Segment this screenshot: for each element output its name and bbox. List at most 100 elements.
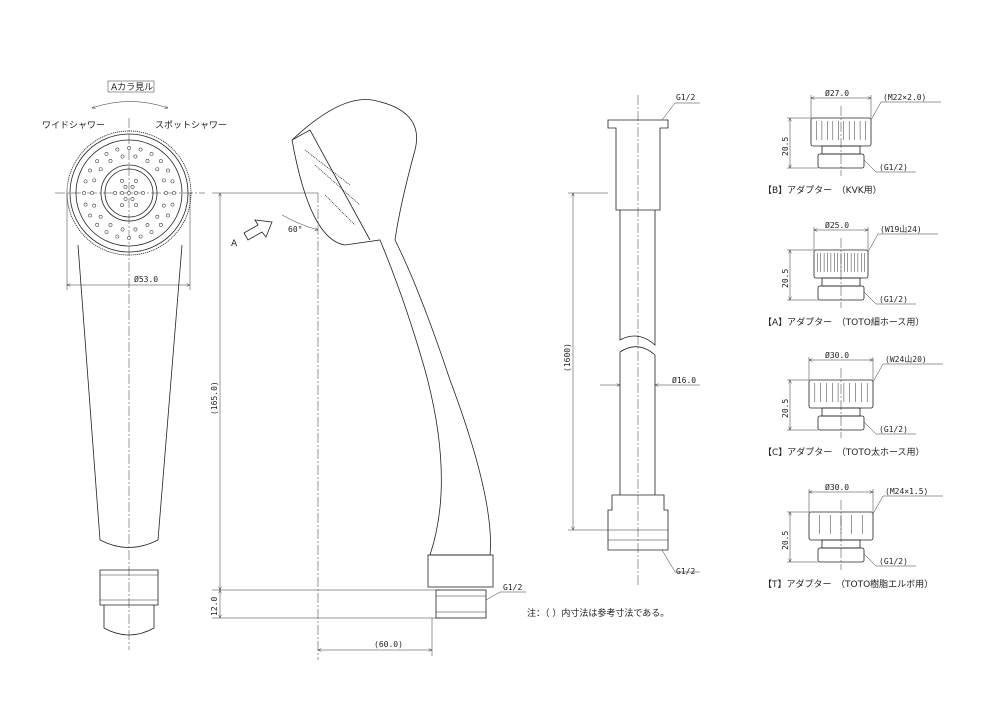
spray-hole (158, 222, 163, 227)
adapter-thread: (W24山20) (885, 354, 927, 364)
head-face (291, 129, 371, 241)
spray-hole (127, 191, 131, 195)
spray-hole (134, 191, 138, 195)
spray-hole (115, 234, 120, 239)
spray-hole (82, 191, 86, 195)
spray-hole (88, 213, 92, 218)
spray-hole (98, 214, 103, 219)
spray-hole (120, 203, 124, 208)
adapter-diameter: Ø30.0 (825, 350, 849, 360)
wide-shower-label: ワイドシャワー (42, 121, 105, 131)
spray-hole (170, 202, 175, 207)
adapters: Ø27.0(M22×2.0)(G1/2)20.5【B】アダプター （KVK用）Ø… (763, 88, 943, 590)
depth-label: (60.0) (374, 640, 403, 649)
spray-hole (133, 227, 138, 232)
spray-hole (88, 168, 92, 173)
spray-hole (134, 203, 138, 208)
diameter-label: Ø53.0 (134, 274, 158, 284)
adapter-height: 20.5 (781, 137, 790, 156)
adapter-2: Ø30.0(W24山20)(G1/2)20.5【C】アダプター （TOTO太ホー… (763, 350, 943, 458)
leader (870, 101, 941, 121)
adapter-thread: (M24×1.5) (885, 487, 928, 496)
adapter-outlet-thread: (G1/2) (879, 425, 908, 434)
leader (863, 291, 916, 305)
leader (863, 553, 916, 567)
adapter-height: 20.5 (781, 399, 790, 418)
adapter-caption: 【T】アダプター （TOTO樹脂エルボ用） (763, 578, 933, 590)
adapter-height: 20.5 (781, 269, 790, 288)
hose-top-fitting (607, 119, 669, 211)
spray-hole (133, 154, 138, 159)
spray-hole (155, 214, 160, 219)
spray-hole (149, 230, 154, 234)
spray-hole (83, 179, 88, 184)
spray-hole (120, 178, 124, 183)
spray-holes (82, 146, 176, 240)
spray-hole (98, 167, 103, 172)
spray-hole (149, 152, 154, 156)
adapter-diameter: Ø27.0 (825, 88, 849, 98)
face-outer (69, 133, 189, 253)
adapter-diameter: Ø30.0 (825, 482, 849, 492)
spray-hole (161, 178, 166, 183)
spray-hole (130, 197, 135, 201)
handle-outline (77, 244, 183, 548)
adapter-diameter: Ø25.0 (825, 220, 849, 230)
spray-hole (127, 146, 131, 150)
spray-hole (83, 202, 88, 207)
spray-hole (108, 159, 113, 163)
spray-hole (170, 179, 175, 184)
hose-tube (619, 210, 656, 495)
hose-top-thread: G1/2 (676, 93, 695, 102)
thread-lines (608, 529, 668, 541)
spray-hole (138, 234, 143, 239)
rotate-arrow-icon (92, 101, 168, 109)
adapter-1: Ø25.0(W19山24)(G1/2)20.5【A】アダプター （TOTO細ホー… (763, 220, 938, 328)
spot-ring-inner (104, 168, 154, 218)
spray-hole (120, 191, 124, 195)
spray-hole (120, 154, 125, 159)
view-arrow-icon (243, 219, 273, 241)
nozzle-thread (100, 574, 158, 601)
spot-shower-label: スポットシャワー (155, 120, 227, 131)
spray-hole (141, 191, 145, 195)
spray-hole (166, 213, 170, 218)
side-connector (427, 554, 494, 588)
spray-hole (158, 159, 163, 164)
spray-hole (145, 159, 150, 163)
spray-hole (115, 147, 120, 152)
spray-hole (104, 230, 109, 234)
side-view: A 60° (165.0) 12.0 (60.0) G1/2 (210, 99, 526, 660)
spray-plate (304, 149, 361, 226)
side-nozzle (435, 589, 487, 619)
view-arrow-label: A (231, 239, 238, 249)
spray-hole (164, 191, 168, 195)
spray-hole (145, 223, 150, 227)
leader (867, 233, 938, 253)
adapter-caption: 【A】アダプター （TOTO細ホース用） (763, 316, 924, 328)
hose-diameter: Ø16.0 (672, 375, 696, 385)
spray-hole (95, 159, 100, 164)
adapter-height: 20.5 (781, 531, 790, 550)
spray-hole (92, 203, 97, 208)
spray-hole (90, 191, 94, 195)
shower-body (291, 99, 491, 556)
nozzle (99, 569, 159, 636)
adapter-0: Ø27.0(M22×2.0)(G1/2)20.5【B】アダプター （KVK用） (763, 88, 941, 196)
adapter-outlet-thread: (G1/2) (879, 295, 908, 304)
spray-hole (155, 167, 160, 172)
leader (661, 102, 700, 121)
view-label-box (107, 80, 155, 93)
leader (485, 591, 501, 601)
spot-ring-outer (100, 164, 158, 222)
adapter-caption: 【B】アダプター （KVK用） (763, 184, 882, 196)
spray-hole (130, 185, 135, 189)
spray-hole (138, 147, 143, 152)
spray-hole (161, 203, 166, 208)
note: 注：（ ）内寸法は参考寸法である。 (527, 607, 669, 619)
height-label: (165.0) (210, 381, 219, 415)
spray-hole (166, 168, 170, 173)
hose-bottom-thread: G1/2 (676, 567, 695, 576)
